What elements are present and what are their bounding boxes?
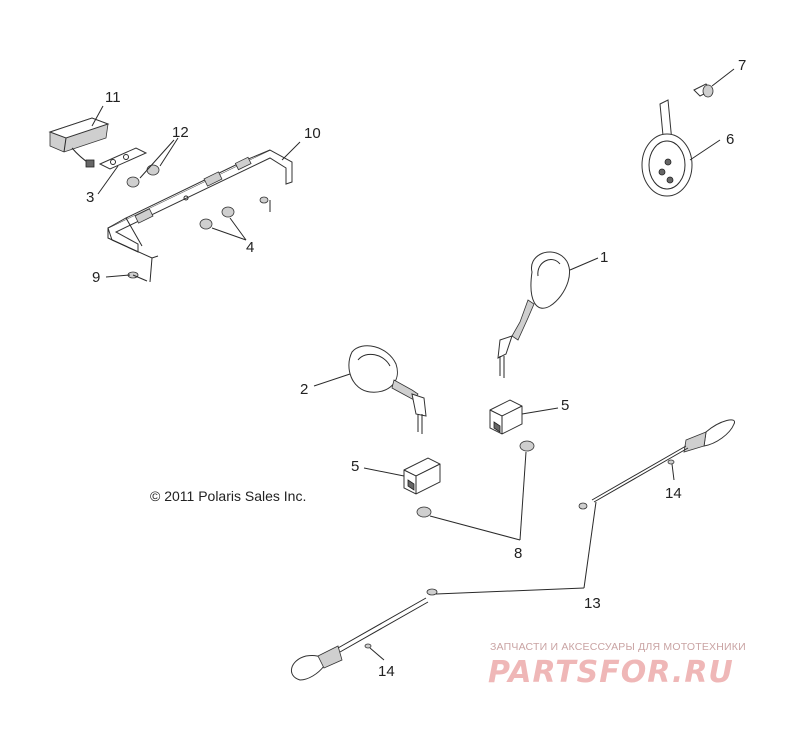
mirror-nut-part[interactable] <box>416 440 535 518</box>
left-mirror-part[interactable] <box>348 345 427 434</box>
license-bracket-part[interactable] <box>107 149 293 283</box>
callout-5-upper: 5 <box>561 397 570 414</box>
nut-part-4[interactable] <box>199 206 235 230</box>
callout-4: 4 <box>246 239 255 256</box>
copyright-notice: © 2011 Polaris Sales Inc. <box>150 488 307 504</box>
turn-signal-lower[interactable] <box>291 588 438 681</box>
callout-7: 7 <box>738 57 747 74</box>
callout-14-lower: 14 <box>378 663 395 680</box>
callout-10: 10 <box>304 125 321 142</box>
callout-6: 6 <box>726 131 735 148</box>
callout-leader-lines <box>91 68 735 661</box>
callout-1: 1 <box>600 249 609 266</box>
callout-13: 13 <box>584 595 601 612</box>
horn-bolt-part[interactable] <box>693 83 714 98</box>
callout-3: 3 <box>86 189 95 206</box>
horn-part[interactable] <box>641 99 693 197</box>
bracket-screw[interactable] <box>259 196 269 204</box>
callout-5-lower: 5 <box>351 458 360 475</box>
signal-screw-part[interactable] <box>364 459 675 649</box>
turn-signal-upper[interactable] <box>578 419 736 510</box>
watermark-tagline: ЗАПЧАСТИ И АКСЕССУАРЫ ДЛЯ МОТОТЕХНИКИ <box>490 641 746 653</box>
callout-12: 12 <box>172 124 189 141</box>
nut-part-12[interactable] <box>126 164 160 188</box>
callout-2: 2 <box>300 381 309 398</box>
screw-part-9[interactable] <box>127 271 148 282</box>
license-plate-light-part[interactable] <box>48 117 110 168</box>
mirror-clamp-upper[interactable] <box>489 399 523 435</box>
callout-8: 8 <box>514 545 523 562</box>
right-mirror-part[interactable] <box>497 251 571 378</box>
mirror-clamp-lower[interactable] <box>403 457 441 495</box>
watermark-logo: PARTSFOR.RU <box>488 655 734 690</box>
callout-9: 9 <box>92 269 101 286</box>
mounting-plate-part[interactable] <box>98 147 148 170</box>
callout-11: 11 <box>105 89 121 106</box>
callout-14-upper: 14 <box>665 485 682 502</box>
